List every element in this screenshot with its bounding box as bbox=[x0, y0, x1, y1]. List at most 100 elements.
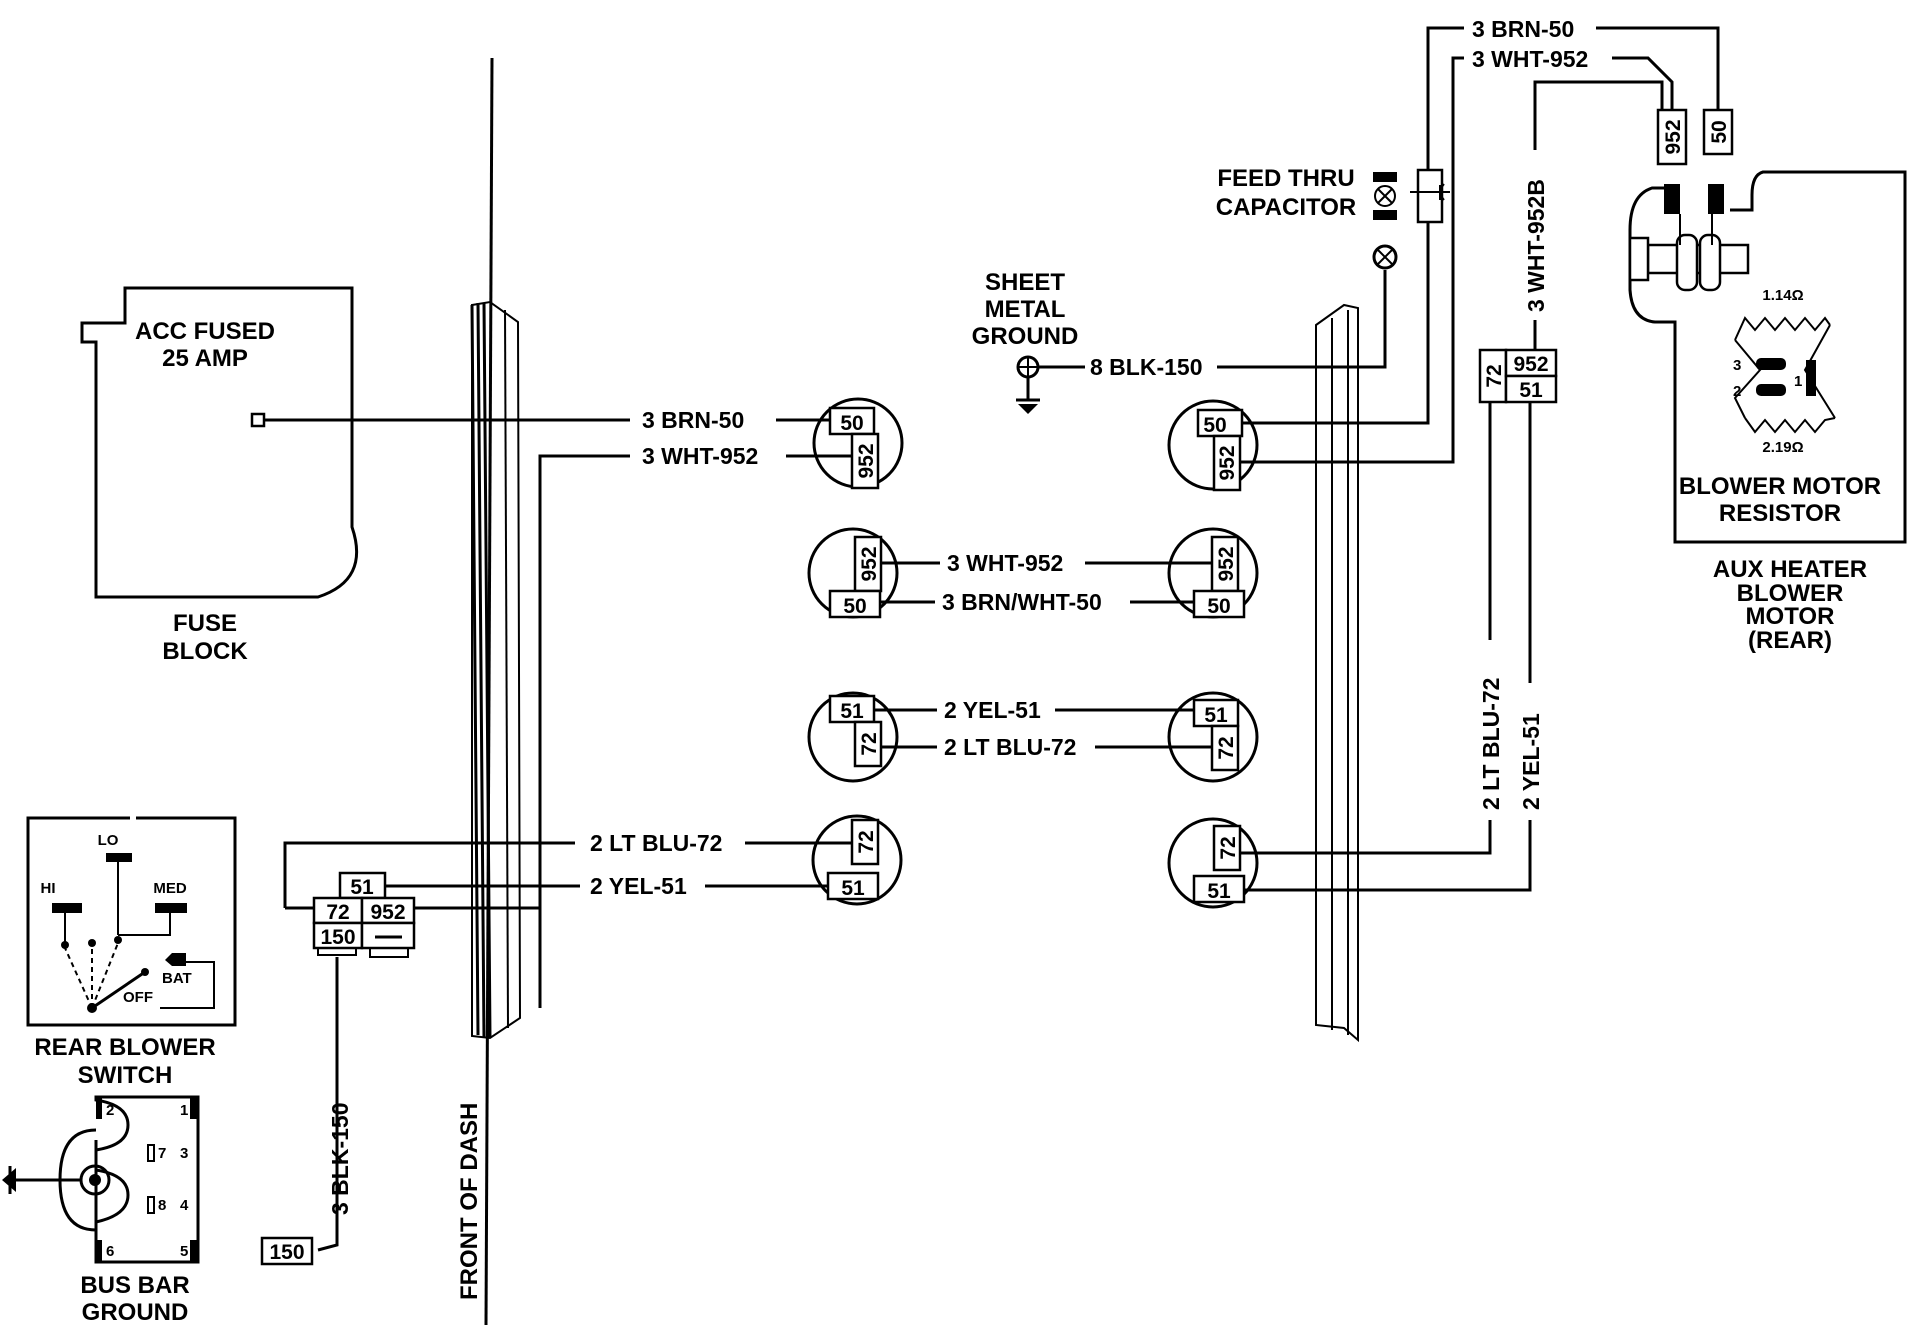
pin-72: 72 bbox=[1217, 836, 1240, 859]
wire-label-brn50: 3 BRN-50 bbox=[642, 407, 744, 433]
pin-51: 51 bbox=[841, 877, 865, 900]
pin-72: 72 bbox=[326, 901, 349, 924]
fuse-block: ACC FUSED 25 AMP FUSE BLOCK bbox=[80, 286, 358, 665]
pin-952: 952 bbox=[1215, 546, 1238, 581]
fuse-block-inner-line-2: 25 AMP bbox=[162, 345, 248, 372]
bus-pin-2: 2 bbox=[106, 1102, 114, 1119]
switch-pos-hi: HI bbox=[41, 880, 56, 897]
connector-c1-left: 50 952 bbox=[812, 397, 904, 490]
pin-50: 50 bbox=[1207, 595, 1230, 618]
resistor-connector: 72 952 51 bbox=[1478, 348, 1558, 404]
sheet-metal-ground-label-line-2: METAL bbox=[985, 296, 1066, 323]
bus-pin-8: 8 bbox=[158, 1197, 166, 1214]
pin-72: 72 bbox=[1483, 364, 1506, 387]
rear-blower-switch-label-line-1: REAR BLOWER bbox=[34, 1034, 215, 1061]
switch-contact-hi bbox=[52, 903, 82, 913]
connector-c1-right: 50 952 bbox=[1167, 26, 1464, 492]
pin-952: 952 bbox=[858, 546, 881, 581]
feed-thru-capacitor-label-line-1: FEED THRU bbox=[1217, 165, 1354, 192]
dash-panel-left: FRONT OF DASH bbox=[456, 57, 522, 1326]
feed-thru-capacitor-label-line-2: CAPACITOR bbox=[1216, 194, 1356, 221]
aux-heater-blower-motor: AUX HEATER BLOWER MOTOR (REAR) bbox=[1713, 556, 1867, 654]
wire-wht952b: 3 WHT-952B bbox=[1523, 80, 1664, 350]
aux-heater-label-line-2: BLOWER bbox=[1737, 580, 1844, 607]
wire-label-yel51-mid: 2 YEL-51 bbox=[944, 697, 1041, 723]
bus-pin-7: 7 bbox=[158, 1145, 166, 1162]
pin-72: 72 bbox=[1215, 736, 1238, 759]
connector-c3-right: 51 72 bbox=[1167, 691, 1259, 783]
wire-ltblu72-right: 2 LT BLU-72 bbox=[1240, 402, 1504, 855]
pin-952: 952 bbox=[1216, 445, 1239, 480]
pin-51: 51 bbox=[1204, 704, 1228, 727]
pin-952: 952 bbox=[1662, 119, 1685, 154]
blower-motor-resistor-label-line-2: RESISTOR bbox=[1719, 500, 1841, 527]
switch-pos-off: OFF bbox=[123, 989, 153, 1006]
wire-brn50-top: 3 BRN-50 bbox=[1472, 16, 1720, 110]
fuse-terminal bbox=[250, 412, 266, 428]
connector-c2-left: 952 50 bbox=[807, 527, 899, 619]
wire-label-blk150-gnd: 8 BLK-150 bbox=[1090, 354, 1202, 380]
wire-brnwht50: 3 BRN/WHT-50 bbox=[880, 589, 1194, 615]
wire-label-brn50-top: 3 BRN-50 bbox=[1472, 16, 1574, 42]
wire-yel51-mid: 2 YEL-51 bbox=[874, 697, 1194, 723]
resistor-terminal-3: 3 bbox=[1733, 357, 1741, 374]
wire-label-wht952-mid: 3 WHT-952 bbox=[947, 550, 1063, 576]
wire-label-yel51-left: 2 YEL-51 bbox=[590, 873, 687, 899]
sheet-metal-ground-label-line-1: SHEET bbox=[985, 269, 1065, 296]
wire-brn50: 3 BRN-50 bbox=[264, 407, 830, 433]
resistor-value-upper: 1.14Ω bbox=[1762, 287, 1803, 304]
aux-heater-label-line-4: (REAR) bbox=[1748, 627, 1832, 654]
connector-c2-right: 952 50 bbox=[1167, 527, 1259, 619]
pin-50: 50 bbox=[1708, 120, 1731, 143]
switch-harness-connector: 51 72 952 150 bbox=[285, 871, 542, 1252]
bus-bar-ground-label-line-2: GROUND bbox=[82, 1299, 189, 1326]
pin-952: 952 bbox=[1513, 353, 1548, 376]
wire-wht952-top: 3 WHT-952 bbox=[1472, 46, 1674, 110]
pin-150: 150 bbox=[320, 926, 355, 949]
wire-label-wht952b: 3 WHT-952B bbox=[1523, 179, 1549, 312]
rear-blower-switch: LO HI MED BAT OFF REAR BLOWER SWITCH bbox=[26, 816, 237, 1089]
switch-pos-lo: LO bbox=[98, 832, 119, 849]
connector-c4-left: 72 51 bbox=[811, 814, 903, 906]
pin-72: 72 bbox=[858, 732, 881, 755]
wire-label-blk150-switch: 3 BLK-150 bbox=[327, 1103, 353, 1215]
wire-label-ltblu72-mid: 2 LT BLU-72 bbox=[944, 734, 1076, 760]
pin-150: 150 bbox=[269, 1241, 304, 1264]
dash-panel-right bbox=[1315, 303, 1359, 1043]
resistor-terminal-1: 1 bbox=[1794, 373, 1802, 390]
wire-label-yel51-right: 2 YEL-51 bbox=[1518, 713, 1544, 810]
wire-blk150-switch: 3 BLK-150 150 bbox=[260, 1103, 353, 1266]
pin-50: 50 bbox=[843, 595, 866, 618]
pin-50: 50 bbox=[1203, 414, 1226, 437]
wire-label-wht952: 3 WHT-952 bbox=[642, 443, 758, 469]
fuse-block-label-line-1: FUSE bbox=[173, 610, 237, 637]
wire-ltblu72-left: 2 LT BLU-72 bbox=[283, 830, 852, 908]
wire-wht952-mid: 3 WHT-952 bbox=[881, 550, 1212, 576]
wire-label-ltblu72-right: 2 LT BLU-72 bbox=[1478, 678, 1504, 810]
pin-72: 72 bbox=[855, 830, 878, 853]
wire-label-wht952-top: 3 WHT-952 bbox=[1472, 46, 1588, 72]
wire-ltblu72-mid: 2 LT BLU-72 bbox=[881, 734, 1212, 760]
bus-pin-5: 5 bbox=[180, 1243, 188, 1260]
switch-pos-med: MED bbox=[153, 880, 187, 897]
wire-wht952: 3 WHT-952 bbox=[538, 443, 852, 1008]
wire-label-ltblu72-left: 2 LT BLU-72 bbox=[590, 830, 722, 856]
aux-heater-label-line-3: MOTOR bbox=[1746, 603, 1835, 630]
pin-51: 51 bbox=[840, 700, 864, 723]
fuse-block-inner-line-1: ACC FUSED bbox=[135, 318, 275, 345]
bus-bar-ground-label-line-1: BUS BAR bbox=[80, 1272, 189, 1299]
blower-motor-resistor: 1.14Ω 2.19Ω 3 2 1 BLOWER MOTOR RESISTOR bbox=[1628, 170, 1907, 544]
resistor-terminal-2: 2 bbox=[1733, 383, 1741, 400]
blower-motor-resistor-label-line-1: BLOWER MOTOR bbox=[1679, 473, 1881, 500]
connector-c3-left: 51 72 bbox=[807, 691, 899, 783]
pin-51: 51 bbox=[1207, 880, 1231, 903]
wire-label-brnwht50: 3 BRN/WHT-50 bbox=[942, 589, 1102, 615]
motor-connector: 952 50 bbox=[1656, 108, 1734, 166]
fuse-block-label-line-2: BLOCK bbox=[162, 638, 248, 665]
aux-heater-label-line-1: AUX HEATER bbox=[1713, 556, 1867, 583]
resistor-value-lower: 2.19Ω bbox=[1762, 439, 1803, 456]
wire-yel51-left: 2 YEL-51 bbox=[385, 873, 828, 899]
switch-pos-bat: BAT bbox=[162, 970, 192, 987]
pin-952: 952 bbox=[855, 443, 878, 478]
